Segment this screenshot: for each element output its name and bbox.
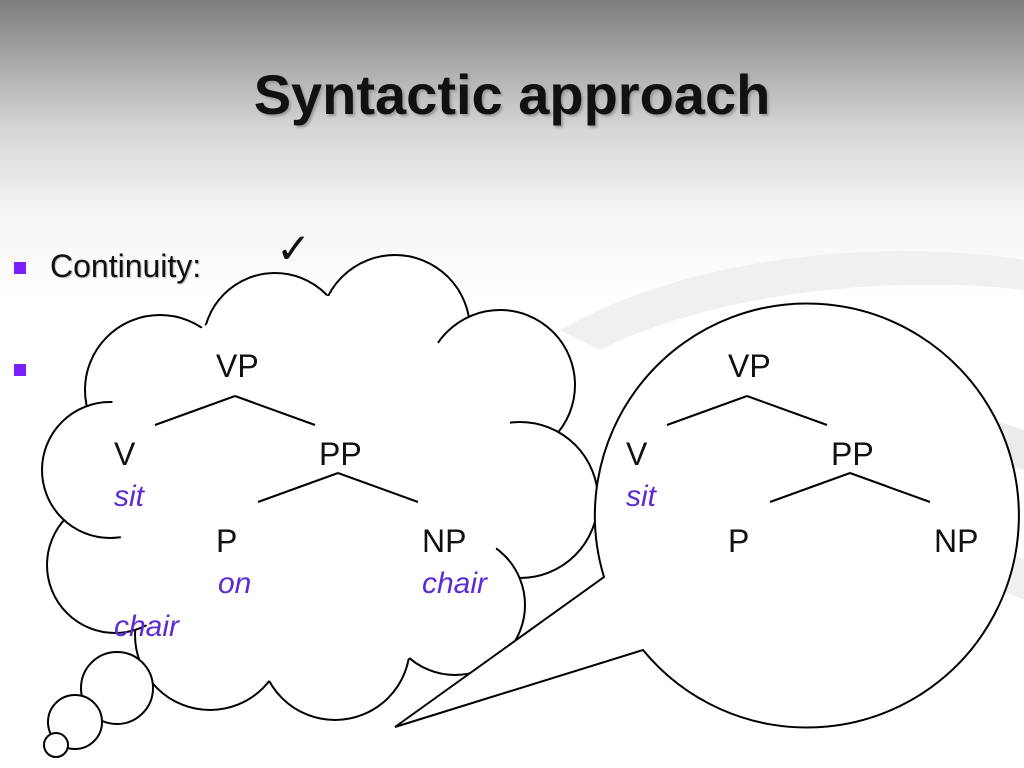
- bullet-marker: [14, 262, 26, 274]
- thought-word-sit: sit: [114, 480, 144, 513]
- thought-cloud: [41, 254, 599, 721]
- thought-tree-branches: [154, 395, 419, 503]
- thought-word-chair: chair: [422, 567, 488, 600]
- slide-title: Syntactic approach: [253, 63, 771, 126]
- speech-word-sit: sit: [626, 480, 656, 513]
- thought-node-p: P: [216, 523, 238, 559]
- bullet-continuity: Continuity:: [50, 248, 202, 284]
- thought-node-v: V: [114, 436, 136, 472]
- thought-node-vp: VP: [216, 348, 259, 384]
- thought-node-pp: PP: [319, 436, 362, 472]
- thought-word-on: on: [218, 567, 252, 600]
- check-icon: ✓: [276, 224, 312, 273]
- speech-tree-branches: [666, 395, 931, 503]
- bullet-marker: [14, 364, 26, 376]
- speech-node-pp: PP: [831, 436, 874, 472]
- speech-bubble: [394, 302, 1020, 729]
- speech-node-np: NP: [934, 523, 979, 559]
- thought-node-np: NP: [422, 523, 467, 559]
- speech-node-v: V: [626, 436, 648, 472]
- thought-word-chair-extra: chair: [114, 610, 180, 643]
- thought-bubbles: [43, 651, 154, 758]
- speech-node-p: P: [728, 523, 750, 559]
- speech-node-vp: VP: [728, 348, 771, 384]
